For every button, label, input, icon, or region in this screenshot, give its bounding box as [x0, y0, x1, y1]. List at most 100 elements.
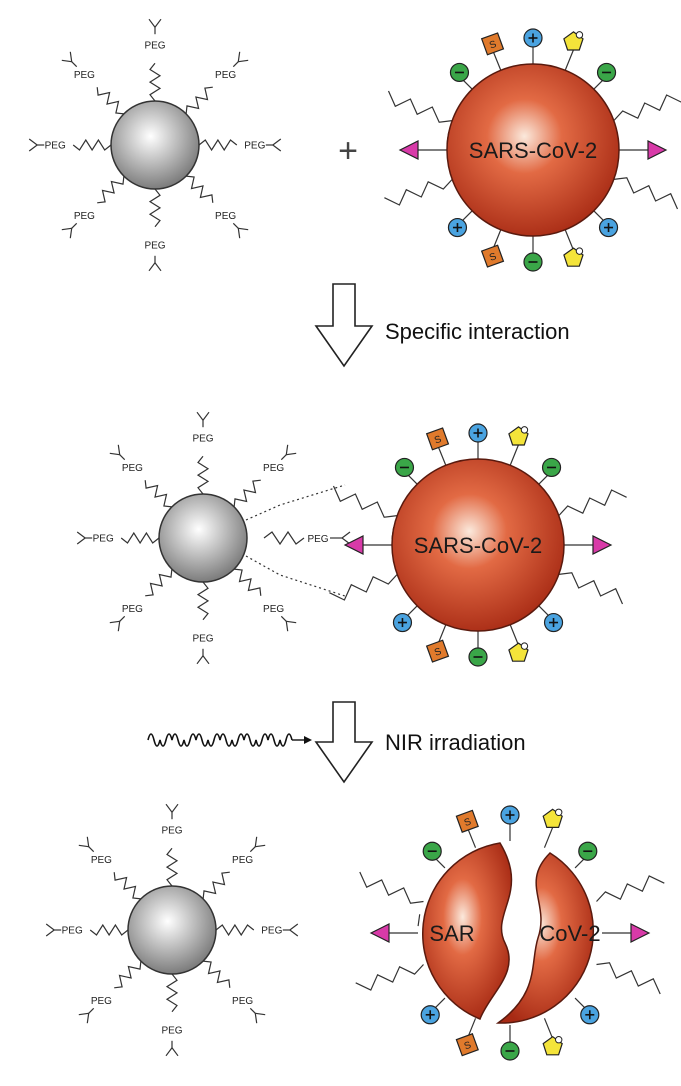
peg-zigzag	[233, 479, 261, 507]
triangle-icon	[630, 923, 651, 943]
binding-peg: PEG	[245, 484, 351, 597]
peg-zigzag	[196, 455, 210, 495]
peg-label: PEG	[91, 855, 112, 866]
peg-stem	[119, 615, 126, 622]
peg-stem	[249, 846, 256, 853]
lipid-tail	[387, 90, 453, 123]
y-antibody-icon	[78, 836, 90, 848]
triangle-icon	[592, 535, 613, 555]
lipid-tail	[359, 871, 424, 904]
y-antibody-icon	[76, 531, 87, 545]
peg-label: PEG	[263, 463, 284, 474]
peg-zigzag	[96, 87, 124, 115]
peg-zigzag	[186, 175, 214, 203]
peg-stem	[280, 454, 287, 461]
dotted-link	[245, 555, 346, 597]
y-antibody-icon	[28, 138, 39, 152]
y-antibody-icon	[109, 620, 121, 632]
s-protein-label: S	[463, 816, 473, 829]
peg-zigzag	[185, 86, 213, 114]
y-antibody-icon	[165, 803, 179, 814]
spike-stem	[564, 49, 575, 71]
dotted-link	[245, 484, 346, 521]
triangle-icon	[398, 140, 419, 160]
y-antibody-icon	[148, 261, 162, 272]
peg-label: PEG	[93, 534, 114, 545]
peg-stem	[119, 454, 126, 461]
nanoparticle-sphere-icon	[158, 493, 248, 583]
y-antibody-icon	[61, 51, 73, 63]
s-protein-label: S	[488, 39, 498, 52]
glycan-dot	[575, 247, 584, 255]
glycan-dot	[555, 808, 563, 817]
virus-sphere-icon	[446, 63, 620, 237]
triangle-icon	[369, 923, 390, 943]
down-arrow-1	[314, 283, 374, 368]
peg-label: PEG	[62, 926, 83, 937]
down-arrow-2	[314, 701, 374, 784]
virus-fragment-right	[495, 852, 595, 1024]
y-antibody-icon	[196, 654, 210, 665]
peg-zigzag	[234, 568, 262, 596]
virus-fragment-left	[422, 842, 513, 1020]
lipid-tail	[384, 178, 453, 206]
peg-label: PEG	[192, 434, 213, 445]
s-square-icon	[425, 427, 450, 451]
lipid-tail	[613, 94, 681, 122]
peg-zigzag	[196, 581, 210, 621]
triangle-icon	[647, 140, 668, 160]
nanoparticle-sphere-icon	[110, 100, 200, 190]
peg-stem	[232, 61, 239, 68]
lipid-tail	[596, 875, 665, 902]
peg-label: PEG	[161, 826, 182, 837]
y-antibody-icon	[61, 227, 73, 239]
lipid-tail	[558, 489, 627, 517]
peg-label: PEG	[232, 996, 253, 1007]
y-antibody-icon	[285, 620, 297, 632]
peg-stem	[280, 615, 287, 622]
s-protein-label: S	[488, 251, 498, 264]
y-antibody-icon	[341, 531, 351, 545]
peg-stem	[71, 222, 78, 229]
virus-sphere-icon	[391, 458, 565, 632]
virus-label: SARS-CoV-2	[414, 533, 542, 558]
peg-stem	[249, 1007, 256, 1014]
peg-zigzag	[148, 62, 162, 102]
peg-label: PEG	[215, 70, 236, 81]
s-square-icon	[480, 32, 505, 56]
triangle-icon	[343, 535, 364, 555]
s-square-icon	[425, 639, 450, 663]
peg-label: PEG	[192, 633, 213, 644]
spike-stem	[543, 1018, 554, 1039]
s-protein-label: S	[433, 646, 443, 659]
virus-1: S S SARS-CoV-2	[384, 28, 681, 272]
s-protein-label: S	[433, 434, 443, 447]
peg-zigzag	[165, 973, 179, 1013]
peg-label: PEG	[74, 70, 95, 81]
lipid-tail	[329, 573, 398, 601]
lipid-tail	[613, 177, 679, 210]
peg-zigzag	[72, 138, 112, 152]
spike-stem	[509, 444, 520, 466]
glycan-dot	[555, 1035, 563, 1044]
peg-zigzag	[113, 872, 141, 900]
peg-label: PEG	[91, 996, 112, 1007]
y-antibody-icon	[237, 227, 249, 239]
y-antibody-icon	[237, 51, 249, 63]
peg-zigzag	[120, 531, 160, 545]
virus-label: SARS-CoV-2	[469, 138, 597, 163]
peg-label: PEG	[307, 534, 328, 545]
s-square-icon	[455, 809, 479, 833]
peg-zigzag	[144, 480, 172, 508]
peg-zigzag	[114, 961, 142, 989]
y-antibody-icon	[271, 138, 282, 152]
spike-stem	[466, 827, 477, 848]
lipid-tail	[558, 572, 624, 605]
nir-wave-icon	[147, 733, 312, 747]
peg-zigzag	[198, 138, 238, 152]
peg-zigzag	[97, 176, 125, 204]
peg-label: PEG	[144, 41, 165, 52]
